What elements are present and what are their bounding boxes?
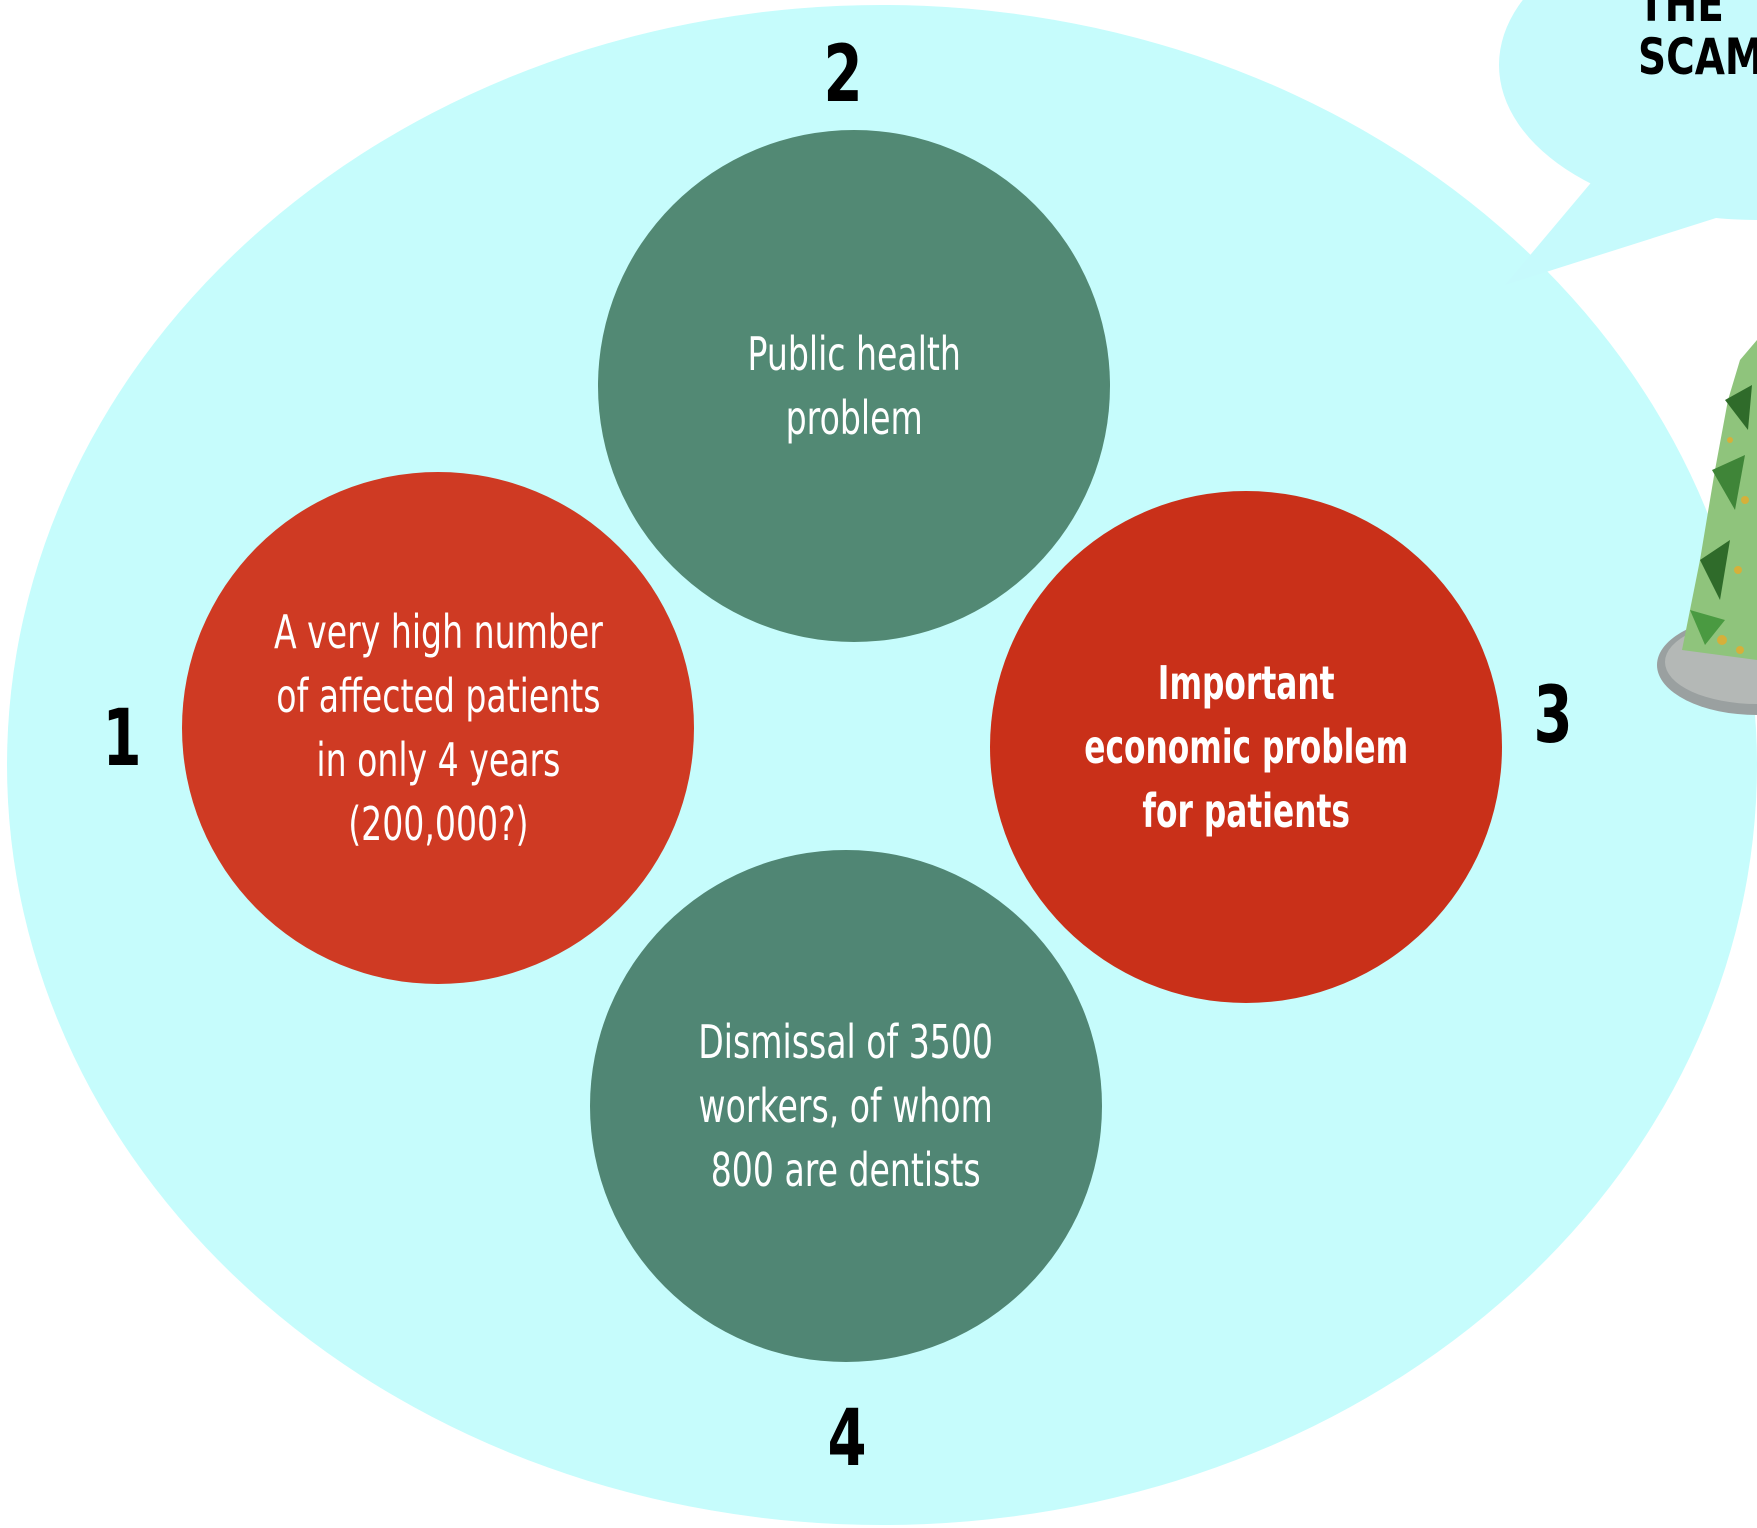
circle-economic-problem: Important economic problem for patients [990, 491, 1502, 1003]
speech-bubble [1499, 0, 1757, 285]
money-pile-icon [1657, 340, 1757, 715]
number-label-4: 4 [827, 1394, 867, 1484]
number-label-3: 3 [1533, 671, 1573, 761]
circle-affected-patients: A very high number of affected patients … [182, 472, 694, 984]
background-ellipse [7, 5, 1757, 1525]
speech-bubble-text: THE SCAM [1638, 0, 1757, 86]
circle-affected-patients-text: A very high number of affected patients … [273, 605, 603, 851]
circle-dismissal-text: Dismissal of 3500 workers, of whom 800 a… [698, 1015, 994, 1197]
circle-economic-problem-text: Important economic problem for patients [1083, 656, 1408, 838]
circle-public-health: Public health problem [598, 130, 1110, 642]
circle-public-health-text: Public health problem [747, 327, 961, 445]
number-label-1: 1 [102, 694, 142, 784]
number-label-2: 2 [823, 30, 863, 120]
circle-dismissal: Dismissal of 3500 workers, of whom 800 a… [590, 850, 1102, 1362]
